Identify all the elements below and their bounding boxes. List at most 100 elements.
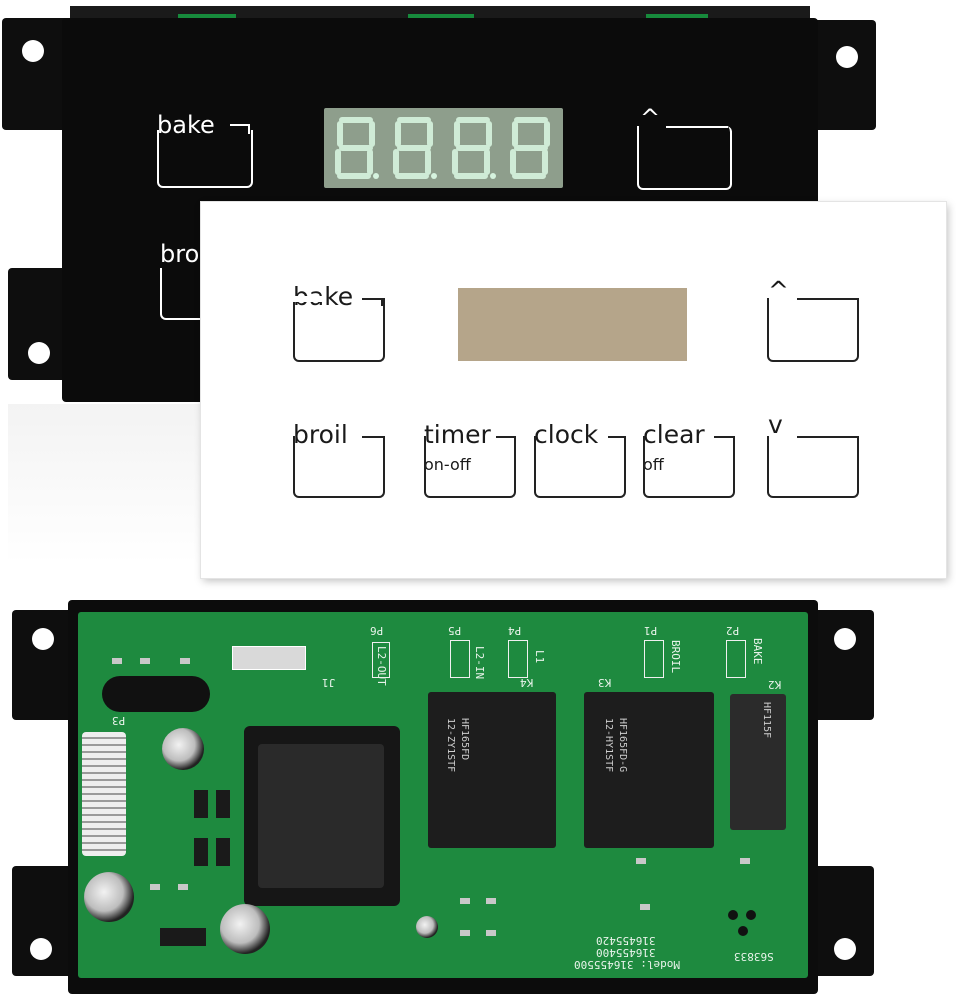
buzzer <box>102 676 210 712</box>
bridge-rectifier <box>160 928 206 946</box>
button-outline <box>714 436 733 438</box>
led-display <box>324 108 563 188</box>
capacitor <box>416 916 438 938</box>
overlay-clock-button[interactable] <box>534 436 626 498</box>
button-outline <box>362 436 383 438</box>
button-outline <box>362 298 383 300</box>
model-line-3: Model: 316455500 <box>574 958 680 971</box>
reflection <box>8 404 208 564</box>
overlay-down-label: v <box>768 410 783 439</box>
silk-p5: P5 <box>448 624 462 637</box>
pcb-mounting-ear-left-bottom <box>12 866 74 976</box>
terminal-p4 <box>508 640 528 678</box>
overlay-clear-sublabel: off <box>643 455 664 474</box>
resistor <box>180 658 190 664</box>
silk-k3: K3 <box>598 676 612 689</box>
terminal-p5 <box>450 640 470 678</box>
black-up-label: ^ <box>640 104 661 132</box>
diode <box>216 838 230 866</box>
silk-p2: P2 <box>726 624 740 637</box>
silk-l2-out: L2-OUT <box>375 646 388 686</box>
silk-p6: P6 <box>370 624 384 637</box>
hole-pattern <box>722 904 762 940</box>
button-outline <box>496 436 514 438</box>
button-outline <box>797 298 857 300</box>
relay-k4-sub: 12-ZY1STF <box>445 718 456 773</box>
resistor <box>486 930 496 936</box>
overlay-clear-label: clear <box>643 420 705 449</box>
led-digits <box>332 114 555 182</box>
resistor <box>640 904 650 910</box>
relay-k4-model: HF165FD <box>459 718 470 761</box>
mounting-ear-right-top <box>812 20 876 130</box>
black-broil-button[interactable] <box>160 268 206 320</box>
connector-j1 <box>232 646 306 670</box>
relay-k2 <box>730 694 786 830</box>
button-outline <box>248 124 250 134</box>
silk-bake: BAKE <box>751 638 764 665</box>
resistor <box>150 884 160 890</box>
led-digit <box>332 114 380 182</box>
overlay-up-label: ^ <box>768 276 789 305</box>
lcd-window <box>458 288 687 361</box>
overlay-timer-button[interactable] <box>424 436 516 498</box>
black-up-button[interactable] <box>637 126 732 190</box>
mounting-ear-left-top <box>2 18 72 130</box>
overlay-timer-sublabel: on-off <box>424 455 471 474</box>
overlay-clock-label: clock <box>534 420 599 449</box>
diode <box>216 790 230 818</box>
black-broil-label: bro <box>160 240 200 268</box>
resistor <box>460 930 470 936</box>
resistor <box>140 658 150 664</box>
terminal-p2 <box>726 640 746 678</box>
resistor <box>636 858 646 864</box>
resistor <box>112 658 122 664</box>
pcb-mounting-ear-left-top <box>12 610 74 720</box>
silk-j1: J1 <box>322 676 336 689</box>
silk-p3: P3 <box>112 714 126 727</box>
ribbon-connector <box>82 732 126 856</box>
overlay-broil-label: broil <box>293 420 348 449</box>
pcb-mounting-ear-right-top <box>812 610 874 720</box>
capacitor <box>162 728 204 770</box>
diode <box>194 838 208 866</box>
relay-k3 <box>584 692 714 848</box>
terminal-p6 <box>372 642 390 678</box>
relay-k3-sub: 12-HY1STF <box>603 718 614 773</box>
overlay-broil-button[interactable] <box>293 436 385 498</box>
silk-k4: K4 <box>520 676 534 689</box>
relay-k4 <box>428 692 556 848</box>
overlay-clear-button[interactable] <box>643 436 735 498</box>
silk-l2-in: L2-IN <box>473 646 486 680</box>
board-code: S63833 <box>734 950 774 963</box>
overlay-up-button[interactable] <box>767 298 859 362</box>
button-outline <box>666 126 728 128</box>
relay-k3-model: HF165FD-G <box>617 718 628 773</box>
button-outline <box>797 436 857 438</box>
resistor <box>460 898 470 904</box>
silk-broil: BROIL <box>669 640 682 674</box>
overlay-bake-button[interactable] <box>293 296 385 362</box>
silk-l1: L1 <box>533 650 546 664</box>
resistor <box>178 884 188 890</box>
relay-k2-model: HF115F <box>761 702 772 739</box>
overlay-down-button[interactable] <box>767 436 859 498</box>
transformer-core <box>258 744 384 888</box>
capacitor <box>84 872 134 922</box>
pcb-mounting-ear-right-bottom <box>812 866 874 976</box>
black-bake-label: bake <box>157 111 215 139</box>
diode <box>194 790 208 818</box>
white-overlay-face <box>201 202 946 578</box>
led-digit <box>390 114 438 182</box>
capacitor <box>220 904 270 954</box>
terminal-p1 <box>644 640 664 678</box>
led-digit <box>507 114 555 182</box>
led-digit <box>449 114 497 182</box>
button-outline <box>381 298 383 306</box>
overlay-timer-label: timer <box>424 420 491 449</box>
button-outline <box>608 436 624 438</box>
resistor <box>486 898 496 904</box>
black-bake-button[interactable] <box>157 130 253 188</box>
button-outline <box>230 124 250 126</box>
silk-p1: P1 <box>644 624 658 637</box>
